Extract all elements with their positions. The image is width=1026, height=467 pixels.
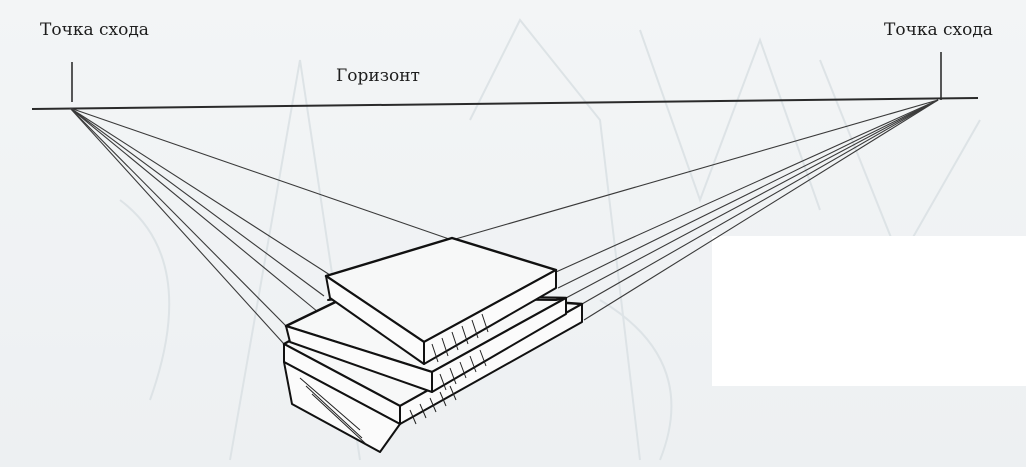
right-guide-lines bbox=[451, 99, 939, 321]
horizon-line bbox=[31, 97, 979, 110]
book-top bbox=[324, 236, 558, 365]
blank-patch bbox=[712, 236, 1026, 386]
left-guide-lines bbox=[69, 107, 453, 345]
horizon-label: Горизонт bbox=[336, 66, 420, 86]
vanishing-point-left-label: Точка схода bbox=[40, 20, 149, 40]
vanishing-point-right-label: Точка схода bbox=[884, 20, 993, 40]
